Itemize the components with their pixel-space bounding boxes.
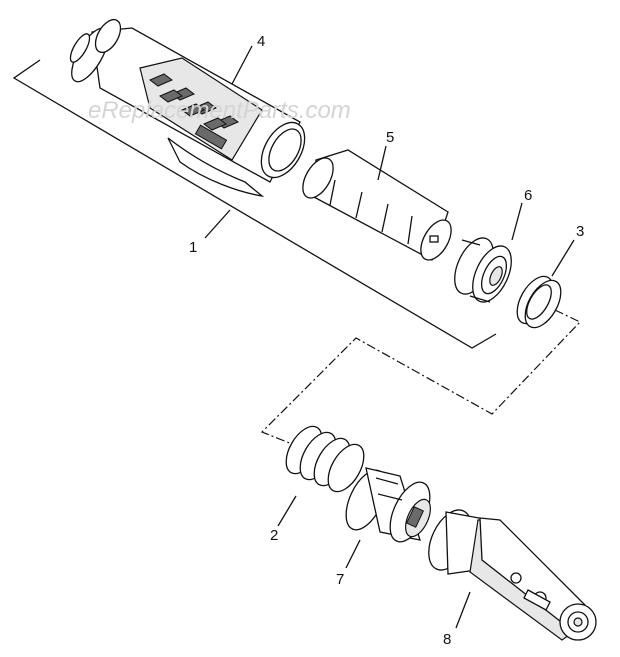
alignment-line (260, 309, 582, 445)
callout-8: 8 (443, 631, 451, 648)
callout-1: 1 (189, 239, 197, 256)
callout-5: 5 (386, 129, 394, 146)
callout-2: 2 (270, 527, 278, 544)
callout-6: 6 (524, 187, 532, 204)
callout-7: 7 (336, 571, 344, 588)
part-5-cylinder (302, 149, 452, 261)
part-6-bearing (454, 237, 512, 303)
part-4-motor-housing (69, 18, 306, 198)
part-7-front-housing (345, 467, 431, 543)
part-2-o-rings (285, 425, 365, 493)
part-3-o-ring (516, 275, 562, 329)
callout-3: 3 (576, 223, 584, 240)
part-8-belt-arm (428, 509, 597, 641)
watermark: eReplacementParts.com (88, 97, 351, 124)
callout-leaders (231, 45, 575, 629)
callout-4: 4 (257, 33, 265, 50)
assembly-bracket (12, 59, 497, 349)
